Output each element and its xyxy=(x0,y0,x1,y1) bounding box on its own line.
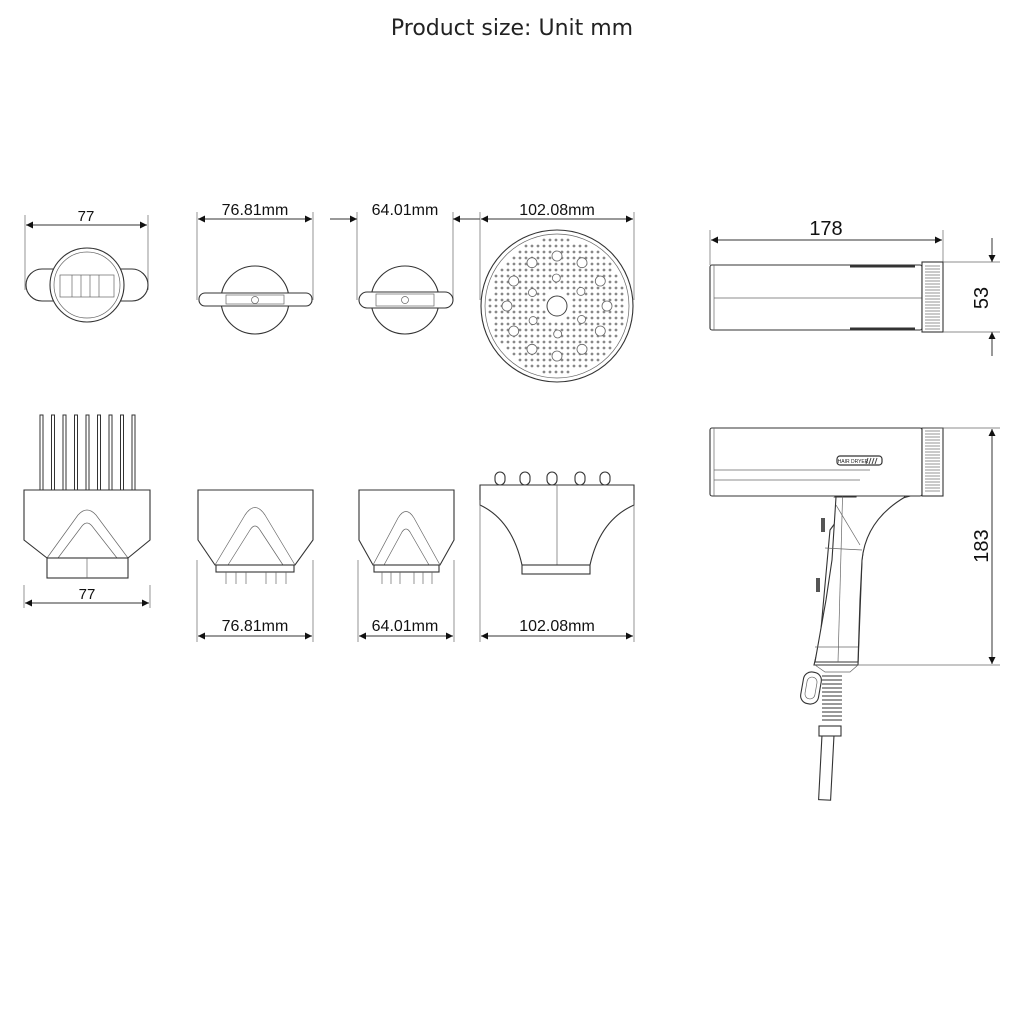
concentrator-small-side-view: 64.01mm xyxy=(357,489,455,642)
dimension-label: 76.81mm xyxy=(222,618,289,635)
comb-top-view: 77 xyxy=(24,208,149,323)
concentrator-small-top-view: 64.01mm xyxy=(330,202,480,335)
concentrator-large-top-view: 76.81mm xyxy=(196,202,314,335)
dimension-label: 76.81mm xyxy=(222,202,289,219)
page-title: Product size: Unit mm xyxy=(390,16,634,41)
concentrator-large-side-view: 76.81mm xyxy=(196,489,314,642)
dimension-label: 178 xyxy=(809,218,842,240)
diffuser-top-view: 102.08mm xyxy=(479,202,635,383)
dimension-label: 102.08mm xyxy=(519,618,595,635)
badge-label: HAIR DRYER xyxy=(838,459,869,465)
dimension-label: 102.08mm xyxy=(519,202,595,219)
comb-side-view: 77 xyxy=(23,414,151,608)
dryer-top-view: 178 53 xyxy=(709,218,1000,356)
diffuser-hole-pattern xyxy=(488,238,624,374)
dimension-label: 183 xyxy=(971,529,993,562)
dimension-label: 77 xyxy=(78,208,95,225)
dimension-label: 64.01mm xyxy=(372,202,439,219)
dimension-label: 64.01mm xyxy=(372,618,439,635)
dimension-label: 53 xyxy=(971,287,993,309)
dryer-side-view: HAIR DRYER 183 xyxy=(709,427,1000,801)
dimension-label: 77 xyxy=(79,586,96,603)
diffuser-side-view: 102.08mm xyxy=(479,471,635,642)
